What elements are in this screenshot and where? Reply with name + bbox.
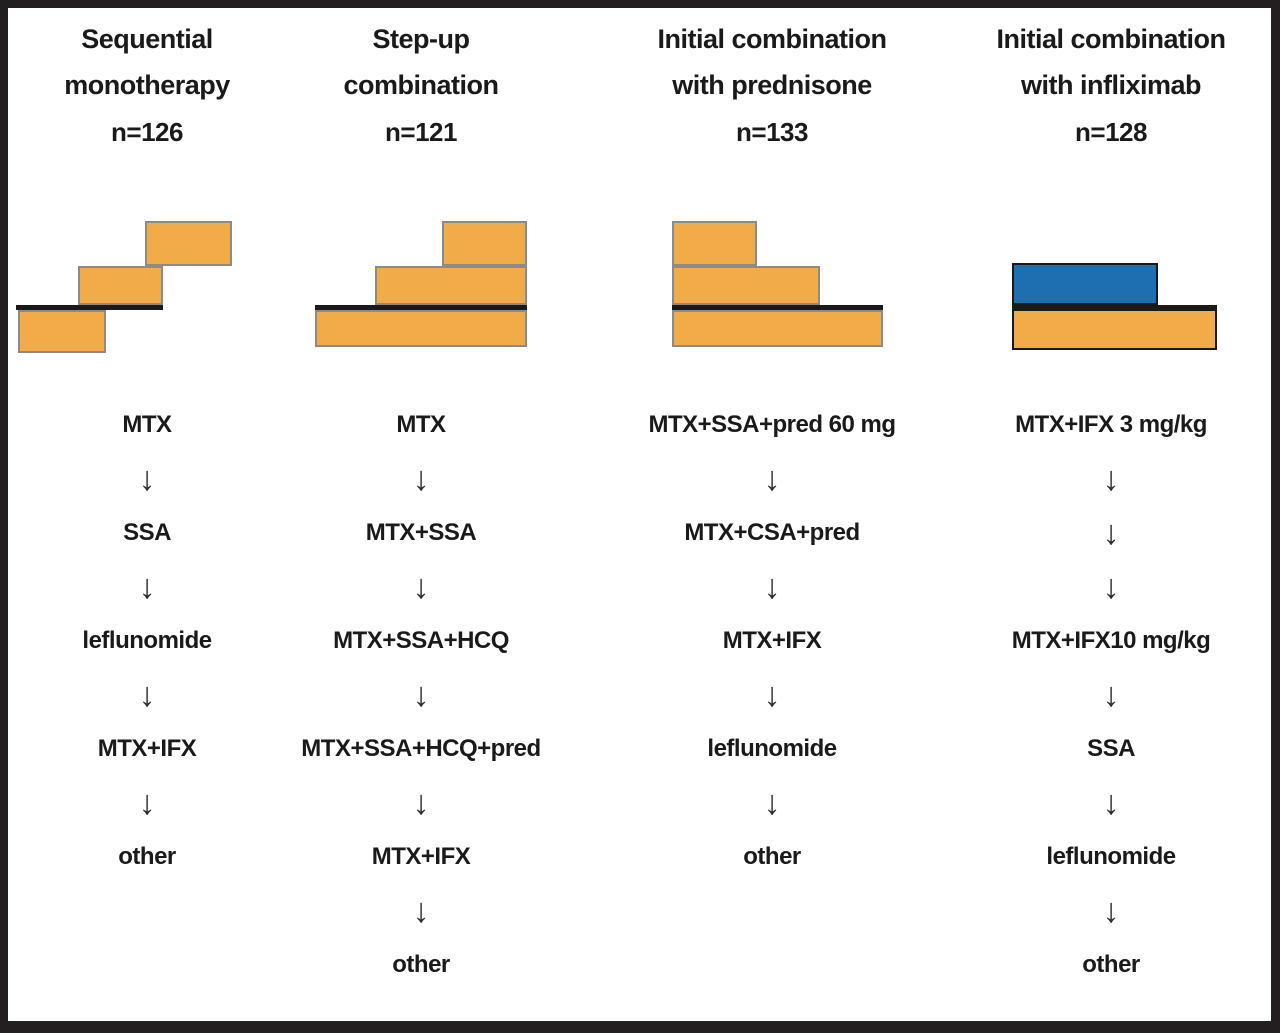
orange-treatment-block (1012, 309, 1217, 350)
treatment-step-label: MTX+IFX (722, 627, 822, 654)
column-title-line1: Sequential (81, 24, 213, 54)
treatment-step-label: MTX+SSA+pred 60 mg (648, 411, 896, 438)
down-arrow-icon: ↓ (1102, 460, 1120, 498)
treatment-step-label: other (118, 843, 176, 870)
treatment-step-label: other (392, 951, 450, 978)
column-n-count: n=121 (385, 117, 457, 147)
column-n-count: n=126 (111, 117, 183, 147)
column-title: Initial combination with infliximab (961, 0, 1261, 108)
column-title-line1: Initial combination (657, 24, 887, 54)
orange-treatment-block (442, 221, 527, 266)
treatment-step-label: MTX+CSA+pred (684, 519, 860, 546)
strategy-column: Initial combination with prednisone n=13… (622, 0, 922, 1033)
down-arrow-icon: ↓ (1102, 676, 1120, 714)
treatment-flow: MTX+SSA+pred 60 mg ↓ MTX+CSA+pred ↓ MTX+IFX ↓… (622, 398, 922, 884)
column-title: Step-up combination (271, 0, 571, 108)
baseline-line (315, 305, 527, 310)
orange-treatment-block (315, 310, 527, 347)
down-arrow-icon: ↓ (412, 676, 430, 714)
strategy-column: Step-up combination n=121 MTX↓MTX+SSA↓MT… (271, 0, 571, 1033)
orange-treatment-block (375, 266, 527, 305)
column-title-line2: with prednisone (672, 70, 872, 100)
treatment-step-label: leflunomide (707, 735, 837, 762)
orange-treatment-block (78, 266, 163, 305)
blue-treatment-block (1012, 263, 1158, 305)
treatment-step-label: MTX (396, 411, 446, 438)
down-arrow-icon: ↓ (763, 460, 781, 498)
treatment-step-label: MTX (122, 411, 172, 438)
column-n-count: n=128 (1075, 117, 1147, 147)
treatment-flow: MTX ↓ MTX+SSA ↓ MTX+SSA+HCQ ↓ MTX+SSA+HCQ+pred… (271, 398, 571, 992)
strategy-column: Initial combination with infliximab n=12… (961, 0, 1261, 1033)
baseline-line (1012, 305, 1217, 310)
treatment-step-label: SSA (1087, 735, 1135, 762)
column-title: Sequential monotherapy (0, 0, 297, 108)
down-arrow-icon: ↓ (763, 676, 781, 714)
down-arrow-icon: ↓ (1102, 784, 1120, 822)
orange-treatment-block (672, 266, 820, 305)
down-arrow-icon: ↓ (412, 568, 430, 606)
orange-treatment-block (18, 310, 106, 353)
orange-treatment-block (672, 310, 883, 347)
column-title-line2: combination (343, 70, 500, 100)
down-arrow-icon: ↓ (138, 784, 156, 822)
treatment-step-label: MTX+SSA+HCQ (333, 627, 509, 654)
treatment-step-label: leflunomide (82, 627, 212, 654)
down-arrow-icon: ↓ (763, 784, 781, 822)
down-arrow-icon: ↓ (138, 460, 156, 498)
baseline-line (16, 305, 163, 310)
treatment-step-label: MTX+SSA (365, 519, 477, 546)
treatment-flow: MTX+IFX 3 mg/kg ↓ ↓ ↓ MTX+IFX10 mg/kg ↓ SSA ↓ le… (961, 398, 1261, 992)
down-arrow-icon: ↓ (1102, 568, 1120, 606)
orange-treatment-block (672, 221, 757, 266)
treatment-step-label: other (1082, 951, 1140, 978)
orange-treatment-block (145, 221, 232, 266)
treatment-step-label: other (743, 843, 801, 870)
down-arrow-icon: ↓ (412, 784, 430, 822)
strategy-column: Sequential monotherapy n=126 MTX ↓ SSA ↓ lef… (0, 0, 297, 1033)
column-n-count: n=133 (736, 117, 808, 147)
treatment-step-label: MTX+SSA+HCQ+pred (301, 735, 541, 762)
down-arrow-icon: ↓ (1102, 514, 1120, 552)
down-arrow-icon: ↓ (763, 568, 781, 606)
down-arrow-icon: ↓ (138, 568, 156, 606)
treatment-step-label: MTX+IFX (97, 735, 197, 762)
column-title-line1: Step-up (372, 24, 471, 54)
column-title-line2: with infliximab (1020, 70, 1202, 100)
column-title: Initial combination with prednisone (622, 0, 922, 108)
treatment-step-label: SSA (123, 519, 171, 546)
column-title-line1: Initial combination (996, 24, 1226, 54)
treatment-flow: MTX ↓ SSA ↓ leflunomide ↓ MTX+IFX ↓ other (0, 398, 297, 884)
down-arrow-icon: ↓ (138, 676, 156, 714)
down-arrow-icon: ↓ (412, 892, 430, 930)
treatment-step-label: leflunomide (1046, 843, 1176, 870)
treatment-step-label: MTX+IFX 3 mg/kg (1015, 411, 1207, 438)
treatment-step-label: MTX+IFX10 mg/kg (1011, 627, 1211, 654)
down-arrow-icon: ↓ (412, 460, 430, 498)
down-arrow-icon: ↓ (1102, 892, 1120, 930)
baseline-line (672, 305, 883, 310)
column-title-line2: monotherapy (64, 70, 230, 100)
treatment-step-label: MTX+IFX (371, 843, 471, 870)
